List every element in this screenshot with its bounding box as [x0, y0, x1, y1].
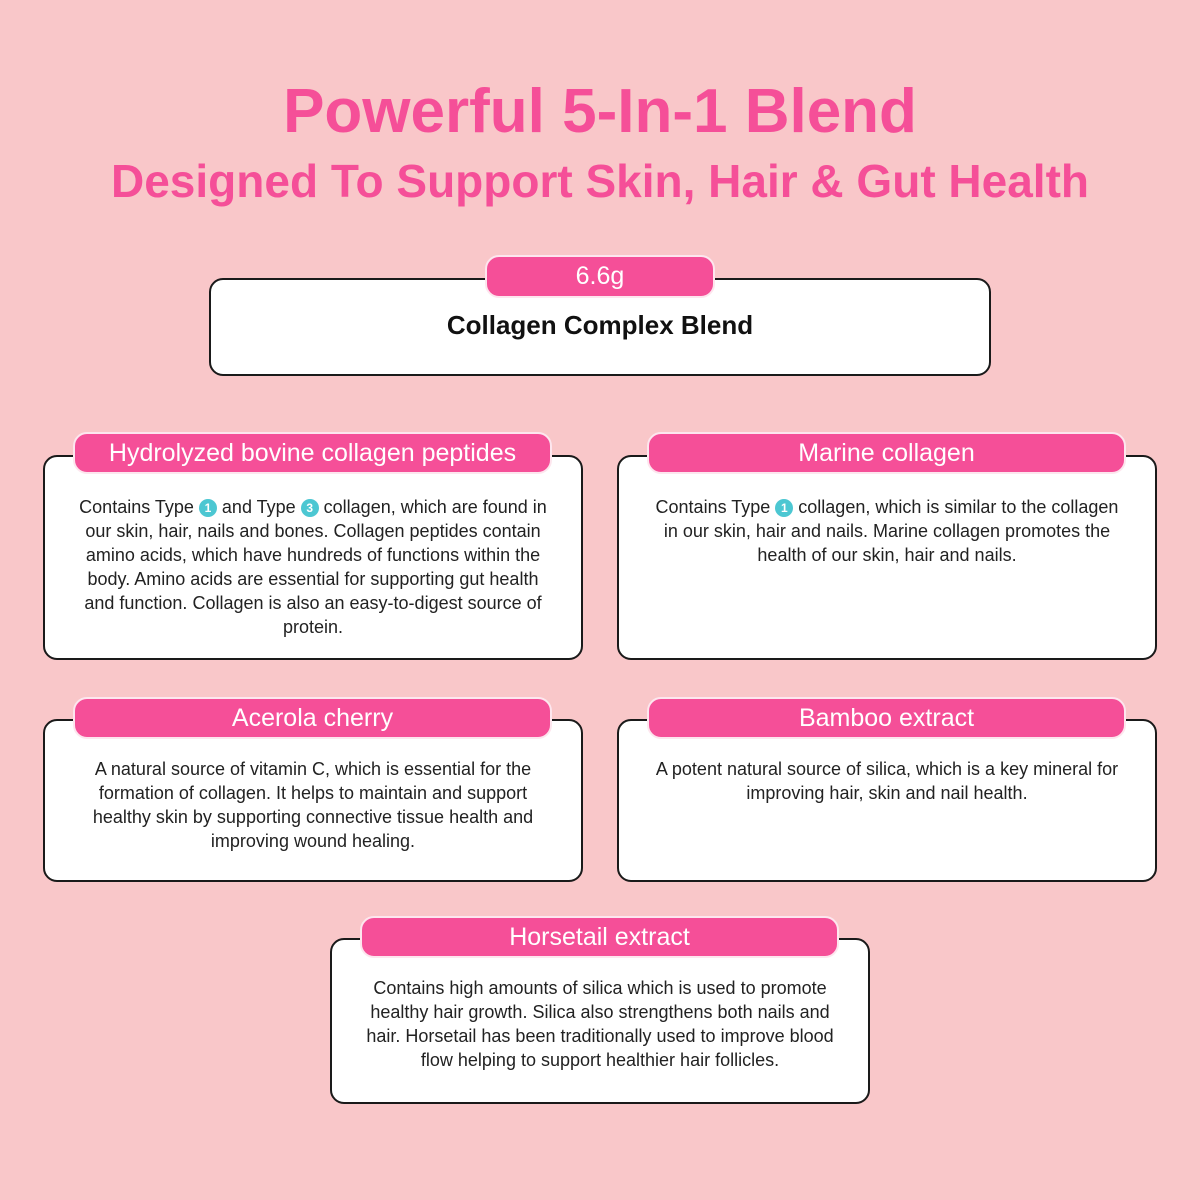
ingredient-description: Contains high amounts of silica which is… — [366, 978, 834, 1070]
headline: Powerful 5-In-1 Blend — [283, 77, 917, 146]
ingredient-description: A natural source of vitamin C, which is … — [92, 759, 534, 851]
ingredient-title: Bamboo extract — [647, 697, 1126, 739]
type-3-badge-icon: 3 — [300, 499, 319, 517]
ingredient-title: Acerola cherry — [73, 697, 552, 739]
ingredient-title: Hydrolyzed bovine collagen peptides — [73, 432, 552, 474]
ingredient-description: A potent natural source of silica, which… — [655, 759, 1119, 803]
ingredient-title: Marine collagen — [647, 432, 1126, 474]
ingredient-card-marine-collagen: Contains Type 1 collagen, which is simil… — [617, 455, 1157, 660]
ingredient-title: Horsetail extract — [360, 916, 839, 958]
blend-amount-pill: 6.6g — [485, 255, 715, 298]
subheadline: Designed To Support Skin, Hair & Gut Hea… — [111, 155, 1089, 207]
ingredient-description: Contains Type 1 and Type 3 collagen, whi… — [79, 497, 547, 637]
type-1-badge-icon: 1 — [775, 499, 794, 517]
ingredient-card-acerola-cherry: A natural source of vitamin C, which is … — [43, 719, 583, 882]
ingredient-description: Contains Type 1 collagen, which is simil… — [655, 497, 1119, 565]
ingredient-card-horsetail-extract: Contains high amounts of silica which is… — [330, 938, 870, 1104]
type-1-badge-icon: 1 — [198, 499, 217, 517]
ingredient-card-bovine-collagen: Contains Type 1 and Type 3 collagen, whi… — [43, 455, 583, 660]
ingredient-card-bamboo-extract: A potent natural source of silica, which… — [617, 719, 1157, 882]
blend-name: Collagen Complex Blend — [446, 310, 754, 340]
